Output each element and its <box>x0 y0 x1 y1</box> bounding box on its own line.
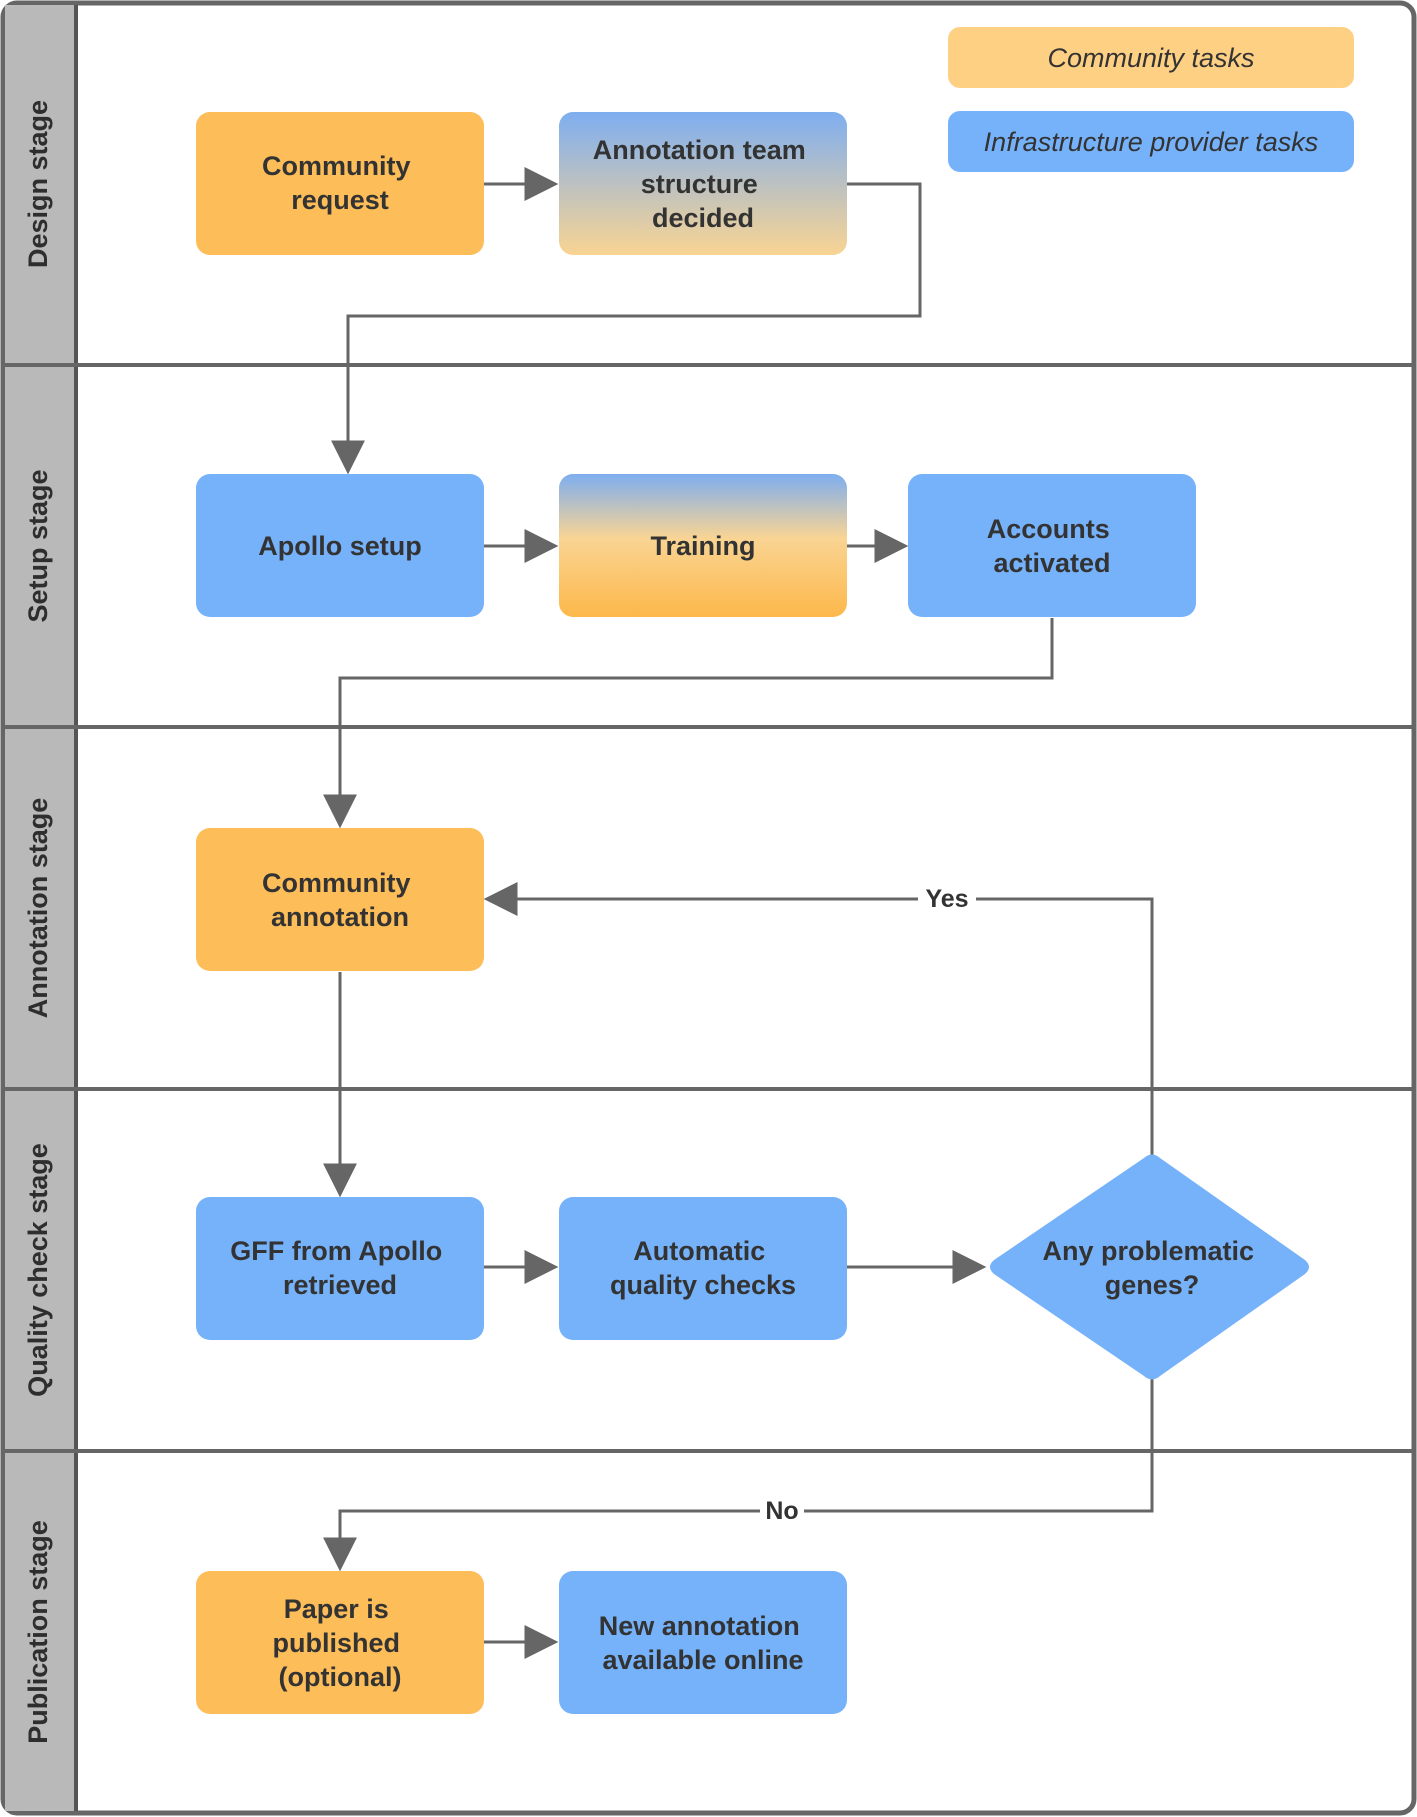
node-apollo-setup: Apollo setup <box>196 474 484 617</box>
lane-label-setup: Setup stage <box>23 469 53 622</box>
node-paper-published: Paper is published (optional) <box>196 1571 484 1714</box>
node-annotation-online: New annotation available online <box>559 1571 847 1714</box>
legend-community-label: Community tasks <box>1047 43 1254 73</box>
edge-labels: Yes No <box>760 883 976 1527</box>
lane-headers <box>5 5 78 1811</box>
lane-labels: Design stage Setup stage Annotation stag… <box>23 100 53 1744</box>
node-problematic-genes-decision: Any problematic genes? <box>990 1154 1309 1380</box>
edge-decision-yes <box>483 882 1154 1156</box>
node-community-annotation-label: Community annotation <box>262 868 418 932</box>
node-quality-checks-label: Automatic quality checks <box>610 1236 796 1300</box>
lane-separators <box>5 363 1414 1453</box>
node-accounts-activated: Accounts activated <box>908 474 1196 617</box>
legend-provider-swatch <box>948 111 1354 172</box>
legend: Community tasks Infrastructure provider … <box>948 27 1354 172</box>
lane-label-annotation: Annotation stage <box>23 798 53 1019</box>
node-community-request: Community request <box>196 112 484 255</box>
node-gff-retrieved: GFF from Apollo retrieved <box>196 1197 484 1340</box>
lane-label-publication: Publication stage <box>23 1520 53 1744</box>
node-paper-published-label: Paper is published (optional) <box>272 1594 407 1692</box>
node-team-structure-label: Annotation team structure decided <box>593 135 814 233</box>
node-community-annotation: Community annotation <box>196 828 484 971</box>
node-gff-retrieved-label: GFF from Apollo retrieved <box>230 1236 449 1300</box>
edge-label-no: No <box>765 1497 798 1525</box>
node-training: Training <box>559 474 847 617</box>
lane-label-design: Design stage <box>23 100 53 268</box>
node-quality-checks: Automatic quality checks <box>559 1197 847 1340</box>
node-problematic-genes-label: Any problematic genes? <box>1042 1236 1261 1300</box>
node-apollo-setup-label: Apollo setup <box>258 531 422 561</box>
node-training-label: Training <box>650 531 755 561</box>
legend-community-swatch <box>948 27 1354 88</box>
nodes: Community request Annotation team struct… <box>196 112 1309 1714</box>
legend-provider-label: Infrastructure provider tasks <box>984 127 1319 157</box>
edge-label-yes: Yes <box>925 885 968 913</box>
node-annotation-online-label: New annotation available online <box>599 1611 808 1675</box>
edges <box>323 167 1154 1659</box>
lane-header-column <box>5 5 76 1811</box>
node-accounts-activated-label: Accounts activated <box>987 514 1118 578</box>
node-community-request-label: Community request <box>262 151 418 215</box>
node-team-structure: Annotation team structure decided <box>559 112 847 255</box>
lane-label-quality: Quality check stage <box>23 1143 53 1397</box>
edge-team-to-apollo <box>331 182 922 475</box>
edge-decision-no <box>323 1378 1154 1572</box>
edge-accounts-to-annotation <box>323 618 1054 829</box>
